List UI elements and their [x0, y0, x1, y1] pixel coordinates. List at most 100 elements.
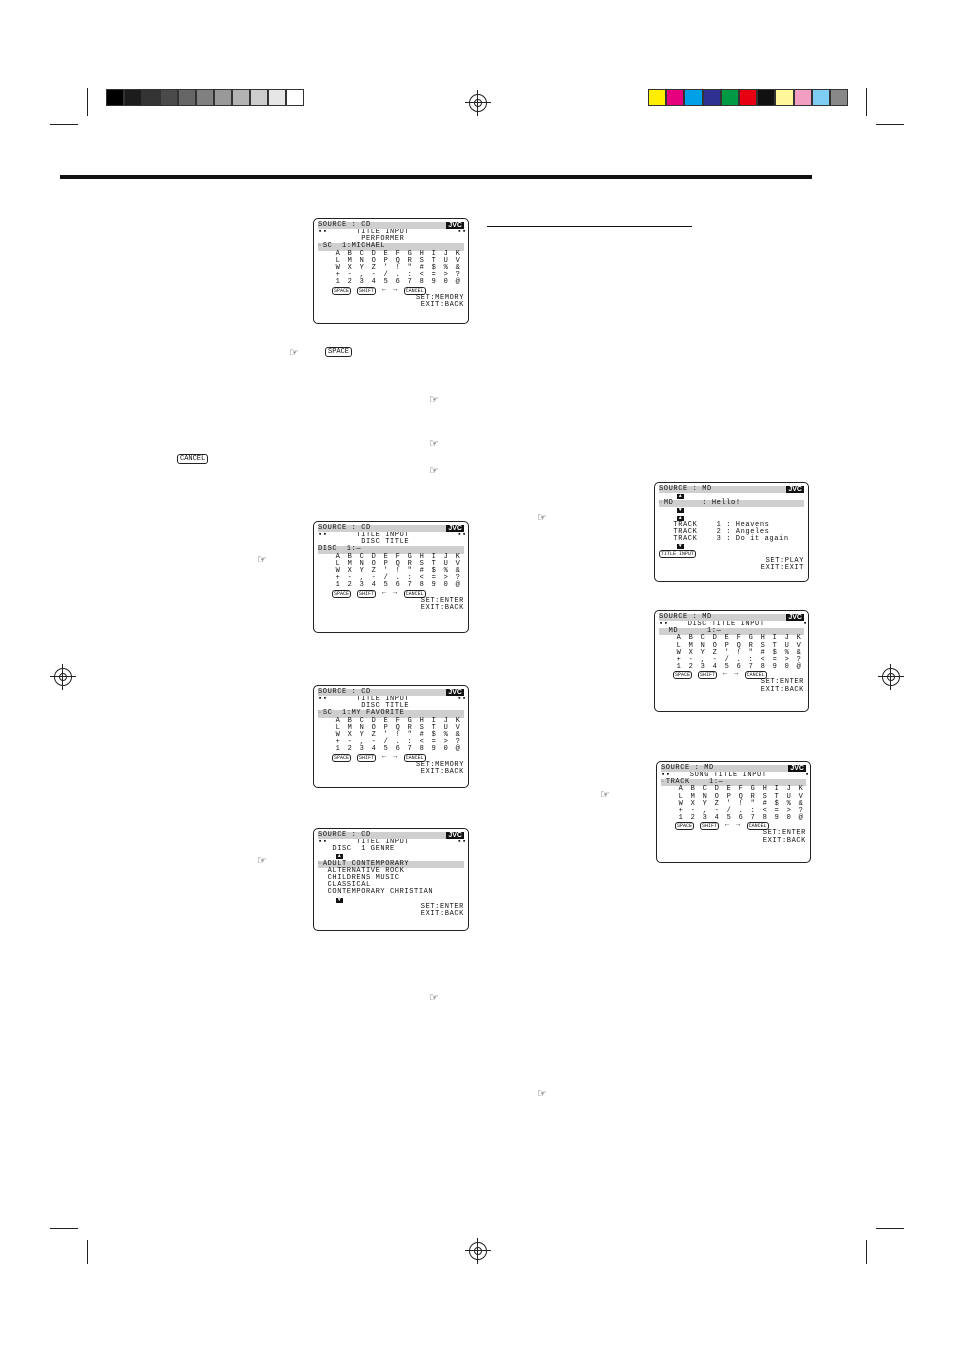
color-swatch — [830, 89, 849, 106]
grid-character: M — [690, 792, 696, 801]
osd-heading: ▪▪ TITLE INPUT ▪▪ — [318, 531, 467, 539]
grid-character: 4 — [371, 581, 377, 590]
grid-character: K — [798, 785, 804, 794]
grid-character: P — [383, 559, 389, 568]
grid-character: W — [335, 730, 341, 739]
grid-character: ? — [455, 738, 461, 747]
grid-character: D — [371, 249, 377, 258]
osd-heading: ▪▪ DISC TITLE INPUT ▪▪ — [659, 620, 809, 628]
grid-character: E — [726, 785, 732, 794]
grid-character: 1 — [676, 663, 682, 672]
grid-character: W — [335, 263, 341, 272]
grid-character: S — [760, 641, 766, 650]
grid-character: D — [712, 634, 718, 643]
osd-key: CANCEL — [403, 286, 426, 295]
grid-character: : — [407, 738, 413, 747]
color-swatch — [142, 89, 160, 106]
grid-character: 5 — [726, 814, 732, 823]
grid-character: R — [407, 559, 413, 568]
grid-character: $ — [774, 799, 780, 808]
grid-character: + — [678, 806, 684, 815]
grid-character: ? — [798, 806, 804, 815]
grid-character: ? — [455, 574, 461, 583]
grid-character: V — [455, 256, 461, 265]
pointer-icon: ☞ — [289, 347, 299, 359]
crop-mark — [50, 1228, 78, 1229]
grid-character: ? — [455, 271, 461, 280]
osd-key: ← — [725, 821, 730, 830]
grid-character: @ — [455, 278, 461, 287]
grid-character: R — [748, 641, 754, 650]
grid-character: W — [676, 648, 682, 657]
grid-character: R — [750, 792, 756, 801]
grid-character: Y — [700, 648, 706, 657]
grid-character: X — [347, 566, 353, 575]
grid-character: ' — [383, 730, 389, 739]
color-swatch — [648, 89, 667, 106]
grid-character: L — [335, 559, 341, 568]
grid-character: J — [784, 634, 790, 643]
grid-character: 8 — [419, 745, 425, 754]
grid-character: 0 — [443, 278, 449, 287]
osd-footer-set: SET:ENTER — [420, 902, 464, 911]
grid-character: I — [772, 634, 778, 643]
grid-character: A — [335, 552, 341, 561]
registration-mark-bottom — [465, 1238, 491, 1264]
osd-entry-line: ☞TRACK 1:— — [661, 778, 806, 787]
grid-character: % — [784, 648, 790, 657]
grid-character: / — [724, 655, 730, 664]
grid-character: ! — [395, 730, 401, 739]
grid-character: Z — [371, 566, 377, 575]
crop-mark — [876, 124, 904, 125]
grid-character: I — [431, 552, 437, 561]
grid-character: " — [407, 263, 413, 272]
osd-key: ← — [723, 670, 728, 679]
grid-character: - — [712, 655, 718, 664]
grid-character: E — [724, 634, 730, 643]
grid-character: A — [676, 634, 682, 643]
grid-character: 5 — [383, 581, 389, 590]
pointer-icon: ☞ — [537, 512, 547, 524]
grid-character: & — [455, 566, 461, 575]
grid-character: C — [359, 249, 365, 258]
grid-character: 2 — [688, 663, 694, 672]
space-button-icon: SPACE — [325, 347, 353, 357]
grid-character: 4 — [371, 745, 377, 754]
osd-key: CANCEL — [403, 753, 426, 762]
grid-character: P — [383, 723, 389, 732]
pointer-icon: ☞ — [429, 465, 439, 477]
grid-character: @ — [796, 663, 802, 672]
color-swatch — [178, 89, 196, 106]
grid-character: U — [784, 641, 790, 650]
jvc-logo: JVC — [446, 525, 464, 533]
grid-character: L — [335, 256, 341, 265]
grid-character: X — [690, 799, 696, 808]
grid-character: # — [762, 799, 768, 808]
osd-subheading: DISC 1 GENRE — [318, 845, 395, 854]
grid-character: 3 — [702, 814, 708, 823]
grid-character: 3 — [359, 278, 365, 287]
grid-character: S — [762, 792, 768, 801]
jvc-logo: JVC — [446, 222, 464, 230]
grid-character: G — [407, 249, 413, 258]
color-swatch — [684, 89, 703, 106]
grid-character: F — [395, 249, 401, 258]
grid-character: ' — [726, 799, 732, 808]
grid-character: M — [347, 559, 353, 568]
grid-character: 5 — [383, 745, 389, 754]
osd-key: SPACE — [675, 822, 695, 831]
grid-character: . — [395, 738, 401, 747]
grid-character: T — [772, 641, 778, 650]
grid-character: H — [419, 552, 425, 561]
grid-character: D — [714, 785, 720, 794]
grid-character: G — [407, 552, 413, 561]
grid-character: 6 — [738, 814, 744, 823]
osd-source-label: SOURCE : MD — [659, 613, 712, 621]
genre-option: ALTERNATIVE ROCK — [318, 866, 405, 875]
osd-key: → — [733, 670, 739, 679]
grid-character: - — [688, 655, 694, 664]
osd-footer-exit: EXIT:BACK — [420, 603, 464, 612]
